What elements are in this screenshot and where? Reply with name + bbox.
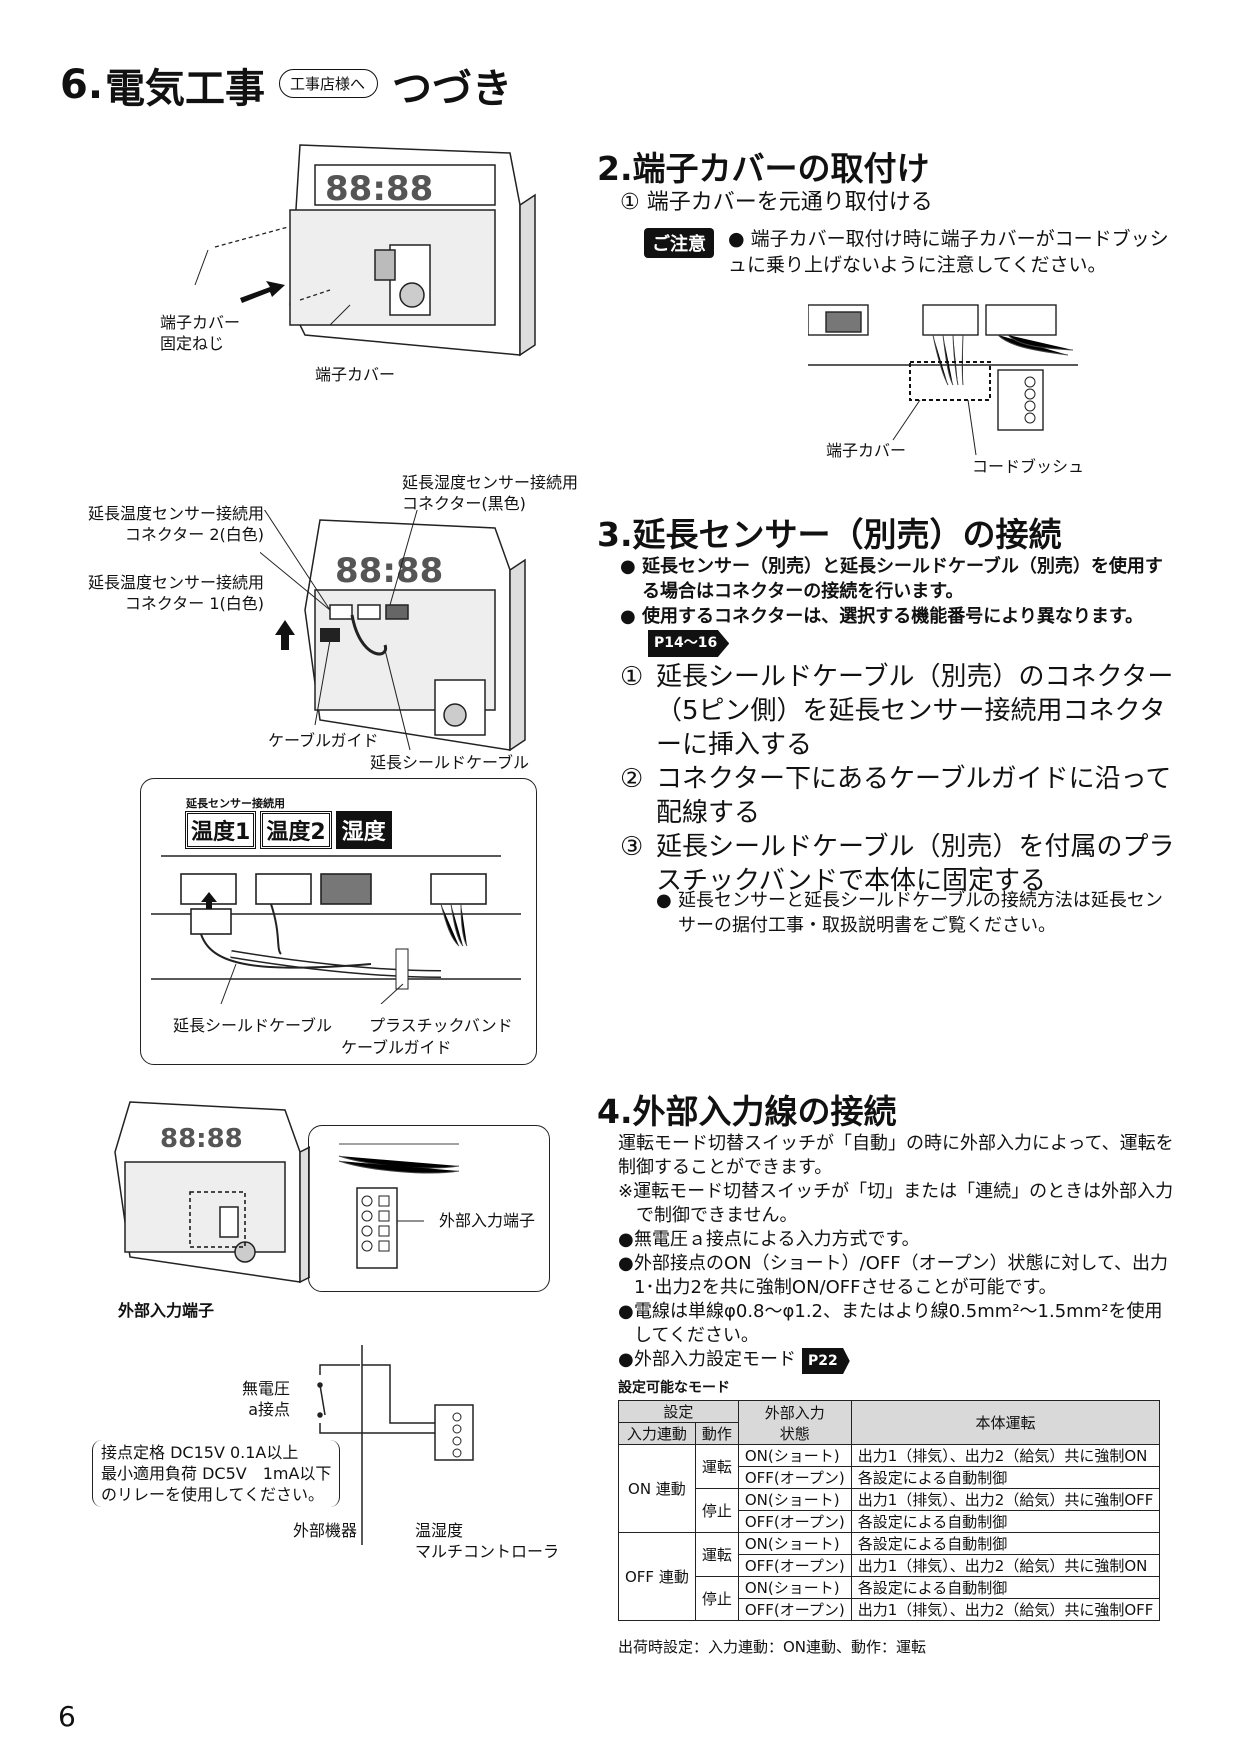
terminal-inset: 外部入力端子 bbox=[308, 1125, 550, 1292]
label-external-terminal: 外部入力端子 bbox=[118, 1301, 215, 1320]
section3-title: 3.延長センサー（別売）の接続 bbox=[597, 515, 1062, 554]
sensor-label-boxes: 温度1 温度2 湿度 bbox=[185, 811, 392, 849]
svg-text:88:88: 88:88 bbox=[160, 1124, 243, 1154]
section2-caution-text: ● 端子カバー取付け時に端子カバーがコードブッシュに乗り上げないように注意してく… bbox=[728, 228, 1169, 276]
factory-setting-note: 出荷時設定：入力連動：ON連動、動作：運転 bbox=[618, 1638, 927, 1656]
th-ext-state: 外部入力 状態 bbox=[737, 1400, 852, 1445]
detail-label-shield-cable: 延長シールドケーブル bbox=[173, 1016, 333, 1035]
label-shield-cable: 延長シールドケーブル bbox=[370, 753, 530, 772]
section3-bullet-1: ●延長センサー（別売）と延長シールドケーブル（別売）を使用する場合はコネクターの… bbox=[620, 556, 1163, 602]
table-row: OFF(オープン) 出力1（排気）、出力2（給気）共に強制OFF bbox=[619, 1598, 1161, 1621]
table-caption: 設定可能なモード bbox=[618, 1380, 730, 1396]
label-dry-contact: 無電圧 a接点 bbox=[242, 1379, 291, 1419]
section3-bullets: ●延長センサー（別売）と延長シールドケーブル（別売）を使用する場合はコネクターの… bbox=[620, 554, 1175, 657]
connector-detail-drawing bbox=[151, 855, 521, 1004]
table-row: 停止 ON(ショート) 各設定による自動制御 bbox=[619, 1576, 1161, 1621]
section2-title: 2.端子カバーの取付け bbox=[597, 149, 930, 188]
section3-note: ●延長センサーと延長シールドケーブルの接続方法は延長センサーの据付工事・取扱説明… bbox=[656, 890, 1163, 936]
detail-caption: 延長センサー接続用 bbox=[186, 797, 285, 810]
table-row: ON 連動 運転 ON(ショート) 出力1（排気）、出力2（給気）共に強制ON bbox=[618, 1444, 1161, 1533]
title-number: 6. bbox=[60, 62, 104, 108]
label-humidity-connector: 延長湿度センサー接続用 コネクター(黒色) bbox=[402, 473, 579, 513]
section4-note: ※運転モード切替スイッチが「切」または「連続」のときは外部入力で制御できません。 bbox=[618, 1181, 1174, 1226]
terminal-inset-drawing bbox=[338, 1143, 460, 1269]
title-continued: つづき bbox=[392, 66, 513, 112]
page-title: 6. 電気工事 工事店様へ つづき bbox=[60, 56, 512, 114]
page-ref-p14: P14〜16 bbox=[648, 630, 730, 657]
sensor-connector-diagram: 88:88 bbox=[260, 510, 526, 752]
label-temp1: 温度1 bbox=[185, 811, 257, 849]
section3-bullet-2: ●使用するコネクターは、選択する機能番号により異なります。P14〜16 bbox=[620, 604, 1175, 657]
page-number: 6 bbox=[58, 1700, 76, 1733]
table-row: OFF(オープン) 各設定による自動制御 bbox=[619, 1510, 1161, 1533]
section4-bullet-3: ●電線は単線φ0.8〜φ1.2、またはより線0.5mm²〜1.5mm²を使用して… bbox=[618, 1301, 1163, 1346]
contact-rating-note: 接点定格 DC15V 0.1A以上 最小適用負荷 DC5V 1mA以下 のリレー… bbox=[92, 1440, 341, 1507]
title-tag: 工事店様へ bbox=[279, 68, 379, 98]
section4-body: 運転モード切替スイッチが「自動」の時に外部入力によって、運転を制御することができ… bbox=[618, 1132, 1178, 1400]
th-setting: 設定 bbox=[618, 1400, 739, 1423]
label-controller: 温湿度 マルチコントローラ bbox=[415, 1521, 560, 1561]
label-humidity: 湿度 bbox=[335, 811, 392, 849]
th-input-link: 入力連動 bbox=[618, 1422, 696, 1445]
th-action: 動作 bbox=[694, 1422, 739, 1445]
label-external-device: 外部機器 bbox=[293, 1521, 358, 1540]
section4-bullet-1: ●無電圧ａ接点による入力方式です。 bbox=[618, 1229, 920, 1250]
label-temp2: 温度2 bbox=[260, 811, 332, 849]
mode-table: 設定 外部入力 状態 本体運転 入力連動 動作 ON 連動 運転 ON(ショート… bbox=[618, 1400, 1161, 1621]
caution-badge: ご注意 bbox=[644, 228, 714, 258]
connector-detail-box: 延長センサー接続用 温度1 温度2 湿度 延長シールドケーブル プラスチックバン… bbox=[140, 778, 537, 1065]
external-input-unit-diagram: 88:88 bbox=[114, 1101, 310, 1284]
label-cover-screw: 端子カバー 固定ねじ bbox=[160, 313, 241, 353]
label-temp-connector-1: 延長温度センサー接続用 コネクター 1(白色) bbox=[88, 573, 265, 613]
wiring-diagram bbox=[317, 1345, 474, 1545]
detail-label-plastic-band: プラスチックバンド bbox=[369, 1016, 513, 1035]
section4-intro: 運転モード切替スイッチが「自動」の時に外部入力によって、運転を制御することができ… bbox=[618, 1133, 1174, 1178]
table-row: 停止 ON(ショート) 出力1（排気）、出力2（給気）共に強制OFF bbox=[619, 1488, 1161, 1533]
label-cable-guide: ケーブルガイド bbox=[268, 731, 379, 750]
table-row: OFF(オープン) 出力1（排気）、出力2（給気）共に強制ON bbox=[619, 1554, 1161, 1577]
mode-table-wrapper: 設定 外部入力 状態 本体運転 入力連動 動作 ON 連動 運転 ON(ショート… bbox=[618, 1400, 1161, 1621]
label-terminal-cover: 端子カバー bbox=[315, 365, 396, 384]
table-row: OFF 連動 運転 ON(ショート) 各設定による自動制御 bbox=[618, 1532, 1161, 1621]
terminal-cover-diagram: 88:88 bbox=[194, 144, 536, 357]
th-unit-op: 本体運転 bbox=[850, 1400, 1161, 1445]
svg-text:88:88: 88:88 bbox=[325, 169, 433, 209]
cord-bush-figure bbox=[808, 304, 1078, 456]
title-main: 電気工事 bbox=[105, 66, 266, 112]
section2-step1: ① 端子カバーを元通り取付ける bbox=[620, 190, 933, 215]
detail-label-cable-guide: ケーブルガイド bbox=[341, 1038, 452, 1057]
svg-text:88:88: 88:88 bbox=[335, 551, 443, 591]
fig-label-cord-bush: コードブッシュ bbox=[972, 457, 1085, 476]
page-ref-p22: P22 bbox=[802, 1348, 850, 1374]
section4-bullet-2: ●外部接点のON（ショート）/OFF（オープン）状態に対して、出力1･出力2を共… bbox=[618, 1253, 1169, 1298]
label-external-terminal-inset: 外部入力端子 bbox=[439, 1211, 536, 1230]
fig-label-terminal-cover: 端子カバー bbox=[826, 441, 907, 460]
label-temp-connector-2: 延長温度センサー接続用 コネクター 2(白色) bbox=[88, 504, 265, 544]
section4-title: 4.外部入力線の接続 bbox=[597, 1092, 897, 1131]
